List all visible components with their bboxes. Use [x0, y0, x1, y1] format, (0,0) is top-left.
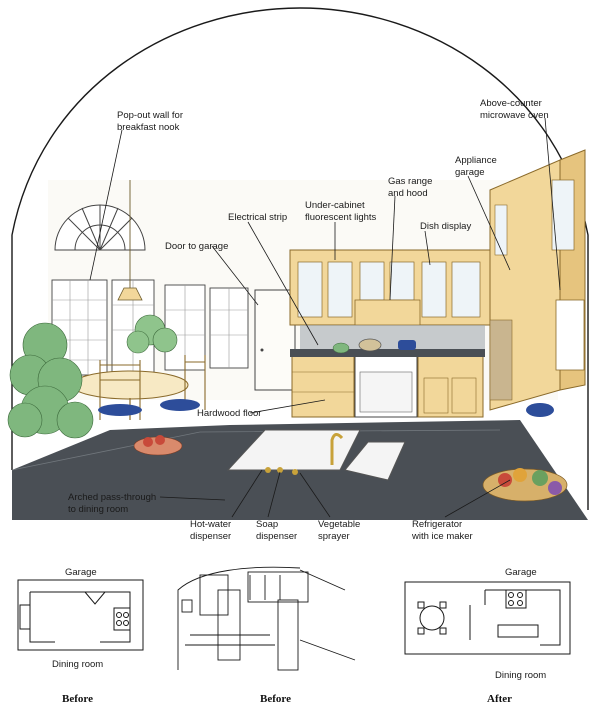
room-arch — [11, 7, 589, 510]
pendant-lamp — [117, 287, 143, 301]
plant-table — [126, 314, 178, 354]
label-dish-display: Dish display — [420, 221, 471, 232]
plant-left — [7, 322, 94, 439]
label-hot-water-2: dispenser — [190, 531, 231, 542]
blue-canisters — [526, 403, 554, 417]
breakfast-table — [71, 370, 189, 400]
label-vegetable-1: Vegetable — [318, 519, 360, 530]
caption-after-plan: After — [487, 693, 512, 705]
before-elevation-sketch — [177, 566, 356, 671]
label-arched-1: Arched pass-through — [68, 492, 156, 503]
label-under-cabinet-1: Under-cabinet — [305, 200, 365, 211]
label-hardwood: Hardwood floor — [197, 408, 261, 419]
label-appliance-1: Appliance — [455, 155, 497, 166]
before-floor-plan — [17, 579, 144, 651]
fruit-bowl-left — [133, 435, 183, 456]
arched-window — [54, 204, 146, 251]
label-vegetable-2: sprayer — [318, 531, 350, 542]
before-plan-top: Garage — [65, 567, 97, 578]
label-electrical-strip: Electrical strip — [228, 212, 287, 223]
caption-before-elevation: Before — [260, 693, 291, 705]
lower-cabinets — [290, 349, 485, 418]
after-plan-bottom: Dining room — [495, 670, 546, 681]
label-gas-range-2: and hood — [388, 188, 428, 199]
chairs — [99, 355, 206, 420]
range-hood — [354, 299, 421, 326]
after-plan-top: Garage — [505, 567, 537, 578]
label-hot-water-1: Hot-water — [190, 519, 231, 530]
label-arched-2: to dining room — [68, 504, 128, 515]
tall-cabinets — [489, 149, 586, 411]
label-refrigerator-1: Refrigerator — [412, 519, 462, 530]
vegetable-basket — [482, 468, 568, 502]
label-popout-1: Pop-out wall for — [117, 110, 183, 121]
label-door-garage: Door to garage — [165, 241, 228, 252]
faucet-icon — [330, 433, 344, 465]
double-sink — [226, 429, 406, 481]
pot-icon — [358, 338, 382, 352]
after-floor-plan — [404, 581, 571, 655]
garage-door — [254, 289, 296, 391]
label-refrigerator-2: with ice maker — [411, 531, 473, 542]
label-popout-2: breakfast nook — [117, 122, 180, 133]
label-soap-2: dispenser — [256, 531, 297, 542]
label-microwave-2: microwave oven — [480, 110, 549, 121]
kettle-icon — [398, 340, 416, 350]
before-plan-bottom: Dining room — [52, 659, 103, 670]
label-under-cabinet-2: fluorescent lights — [305, 212, 377, 223]
caption-before-plan: Before — [62, 693, 93, 705]
label-appliance-2: garage — [455, 167, 485, 178]
label-soap-1: Soap — [256, 519, 278, 530]
label-microwave-1: Above-counter — [480, 98, 542, 109]
label-gas-range-1: Gas range — [388, 176, 432, 187]
